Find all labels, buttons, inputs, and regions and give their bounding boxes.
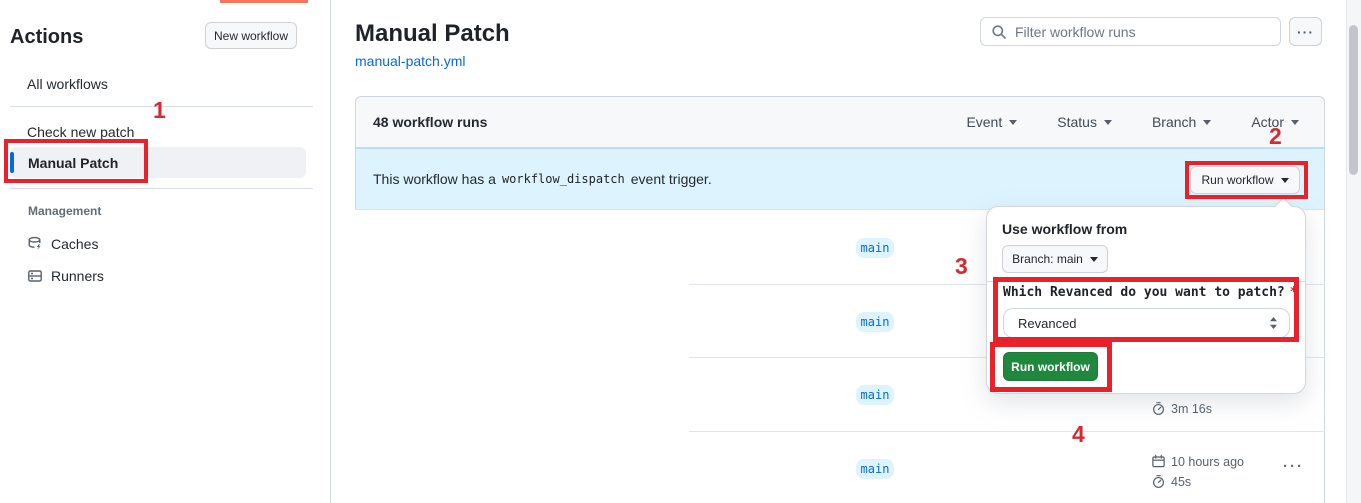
- sidebar-main-divider: [330, 0, 331, 503]
- management-section-label: Management: [28, 204, 102, 218]
- runs-filters: Event Status Branch Actor: [966, 114, 1299, 130]
- banner-code: workflow_dispatch: [501, 172, 625, 186]
- sidebar-item-all-workflows[interactable]: All workflows: [27, 76, 108, 92]
- top-orange-bar: [220, 0, 308, 3]
- page-title: Manual Patch: [355, 20, 510, 47]
- annotation-number-1: 1: [153, 97, 166, 123]
- workflow-dispatch-banner: This workflow has a workflow_dispatch ev…: [355, 148, 1325, 210]
- sidebar-item-manual-patch[interactable]: [10, 147, 306, 178]
- sidebar-title: Actions: [10, 26, 84, 48]
- filter-branch[interactable]: Branch: [1152, 114, 1212, 130]
- new-workflow-button[interactable]: New workflow: [205, 22, 297, 49]
- workflow-file-link[interactable]: manual-patch.yml: [355, 53, 466, 69]
- banner-text: event trigger.: [630, 171, 712, 187]
- chevron-down-icon: [1280, 177, 1289, 183]
- chevron-down-icon: [1009, 119, 1018, 125]
- runners-icon: [27, 268, 43, 284]
- selected-indicator-bar: [10, 152, 14, 173]
- workflow-options-kebab-icon[interactable]: ···: [1289, 17, 1322, 46]
- sidebar-item-caches-label: Caches: [51, 236, 99, 252]
- chevron-down-icon: [1103, 119, 1112, 125]
- workflow-runs-count: 48 workflow runs: [373, 114, 488, 130]
- filter-event[interactable]: Event: [966, 114, 1018, 130]
- runs-list-header: 48 workflow runs Event Status Branch Act…: [355, 96, 1325, 148]
- cache-icon: [27, 236, 43, 252]
- popup-heading: Use workflow from: [1002, 221, 1128, 237]
- workflow-input-label: Which Revanced do you want to patch?*: [1003, 285, 1298, 300]
- sidebar-divider: [10, 106, 313, 107]
- sidebar-item-check-new-patch[interactable]: Check new patch: [27, 124, 135, 140]
- run-workflow-submit-button[interactable]: Run workflow: [1003, 352, 1098, 381]
- popup-separator: [987, 281, 1305, 282]
- sidebar-item-caches[interactable]: Caches: [27, 236, 98, 252]
- card-right-border: [1324, 210, 1325, 503]
- run-duration: 45s: [1151, 474, 1191, 489]
- branch-badge[interactable]: main: [856, 312, 894, 332]
- filter-runs-searchbox[interactable]: [980, 17, 1281, 46]
- filter-status[interactable]: Status: [1057, 114, 1112, 130]
- annotation-number-4: 4: [1072, 421, 1085, 447]
- sidebar-item-runners[interactable]: Runners: [27, 268, 104, 284]
- sidebar-item-runners-label: Runners: [51, 268, 104, 284]
- required-asterisk: *: [1289, 285, 1298, 300]
- search-icon: [991, 24, 1007, 40]
- sidebar-item-manual-patch-label: Manual Patch: [28, 155, 119, 171]
- branch-selector-button[interactable]: Branch: main: [1002, 245, 1108, 273]
- annotation-number-3: 3: [955, 253, 968, 279]
- search-input[interactable]: [1015, 23, 1270, 40]
- stopwatch-icon: [1151, 401, 1166, 416]
- run-date: 10 hours ago: [1151, 454, 1244, 469]
- scrollbar-thumb[interactable]: [1349, 25, 1358, 175]
- branch-badge[interactable]: main: [856, 238, 894, 258]
- updown-arrows-icon: [1268, 316, 1279, 330]
- chevron-down-icon: [1291, 119, 1299, 125]
- chevron-down-icon: [1203, 119, 1212, 125]
- run-workflow-dropdown-button[interactable]: Run workflow: [1190, 166, 1300, 194]
- chevron-down-icon: [1089, 256, 1098, 262]
- branch-badge[interactable]: main: [856, 385, 894, 405]
- sidebar-divider: [10, 188, 313, 189]
- calendar-icon: [1151, 454, 1166, 469]
- row-divider: [689, 431, 1325, 432]
- annotation-number-2: 2: [1269, 123, 1282, 149]
- run-duration: 3m 16s: [1151, 401, 1212, 416]
- revanced-select[interactable]: Revanced: [1003, 308, 1290, 338]
- filter-actor[interactable]: Actor: [1251, 114, 1299, 130]
- stopwatch-icon: [1151, 474, 1166, 489]
- branch-badge[interactable]: main: [856, 459, 894, 479]
- banner-text: This workflow has a: [373, 171, 496, 187]
- run-options-kebab-icon[interactable]: ···: [1283, 458, 1304, 475]
